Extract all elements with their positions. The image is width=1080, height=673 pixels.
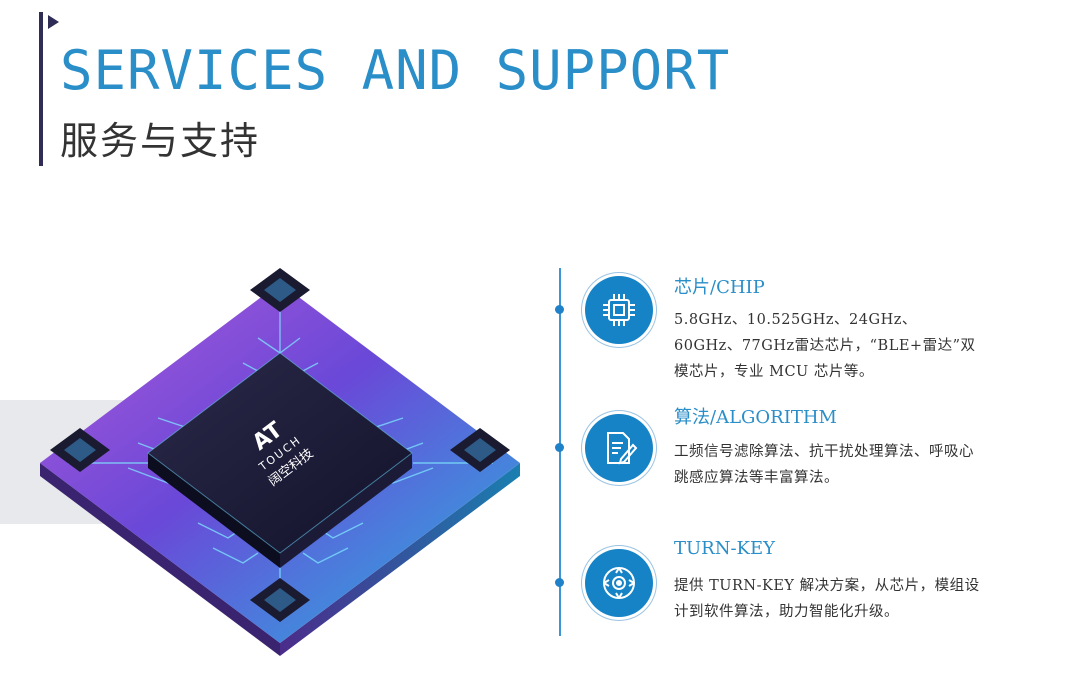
timeline-dot-chip [555, 305, 564, 314]
service-title-algorithm: 算法/ALGORITHM [674, 407, 837, 428]
accent-arrow-icon [48, 15, 59, 29]
service-title-turnkey: TURN-KEY [674, 538, 776, 559]
document-pen-icon [585, 414, 653, 482]
small-chip-bottom [250, 578, 310, 622]
small-chip-top [250, 268, 310, 312]
chip-illustration: AT TOUCH 阔空科技 [40, 268, 520, 656]
timeline-dot-turnkey [555, 578, 564, 587]
small-chip-left [50, 428, 110, 472]
accent-bar [39, 12, 43, 166]
page-title-cn: 服务与支持 [60, 119, 261, 163]
service-desc-algorithm: 工频信号滤除算法、抗干扰处理算法、呼吸心跳感应算法等丰富算法。 [674, 444, 974, 486]
timeline-line [559, 268, 561, 636]
timeline-dot-algorithm [555, 443, 564, 452]
small-chip-right [450, 428, 510, 472]
page-title-en: SERVICES AND SUPPORT [60, 39, 731, 102]
service-desc-turnkey: 提供 TURN-KEY 解决方案，从芯片，模组设计到软件算法，助力智能化升级。 [674, 578, 980, 620]
service-title-chip: 芯片/CHIP [674, 277, 765, 298]
gear-cycle-icon [585, 549, 653, 617]
service-desc-chip: 5.8GHz、10.525GHz、24GHz、60GHz、77GHz雷达芯片，“… [674, 312, 976, 380]
cpu-chip-icon [585, 276, 653, 344]
